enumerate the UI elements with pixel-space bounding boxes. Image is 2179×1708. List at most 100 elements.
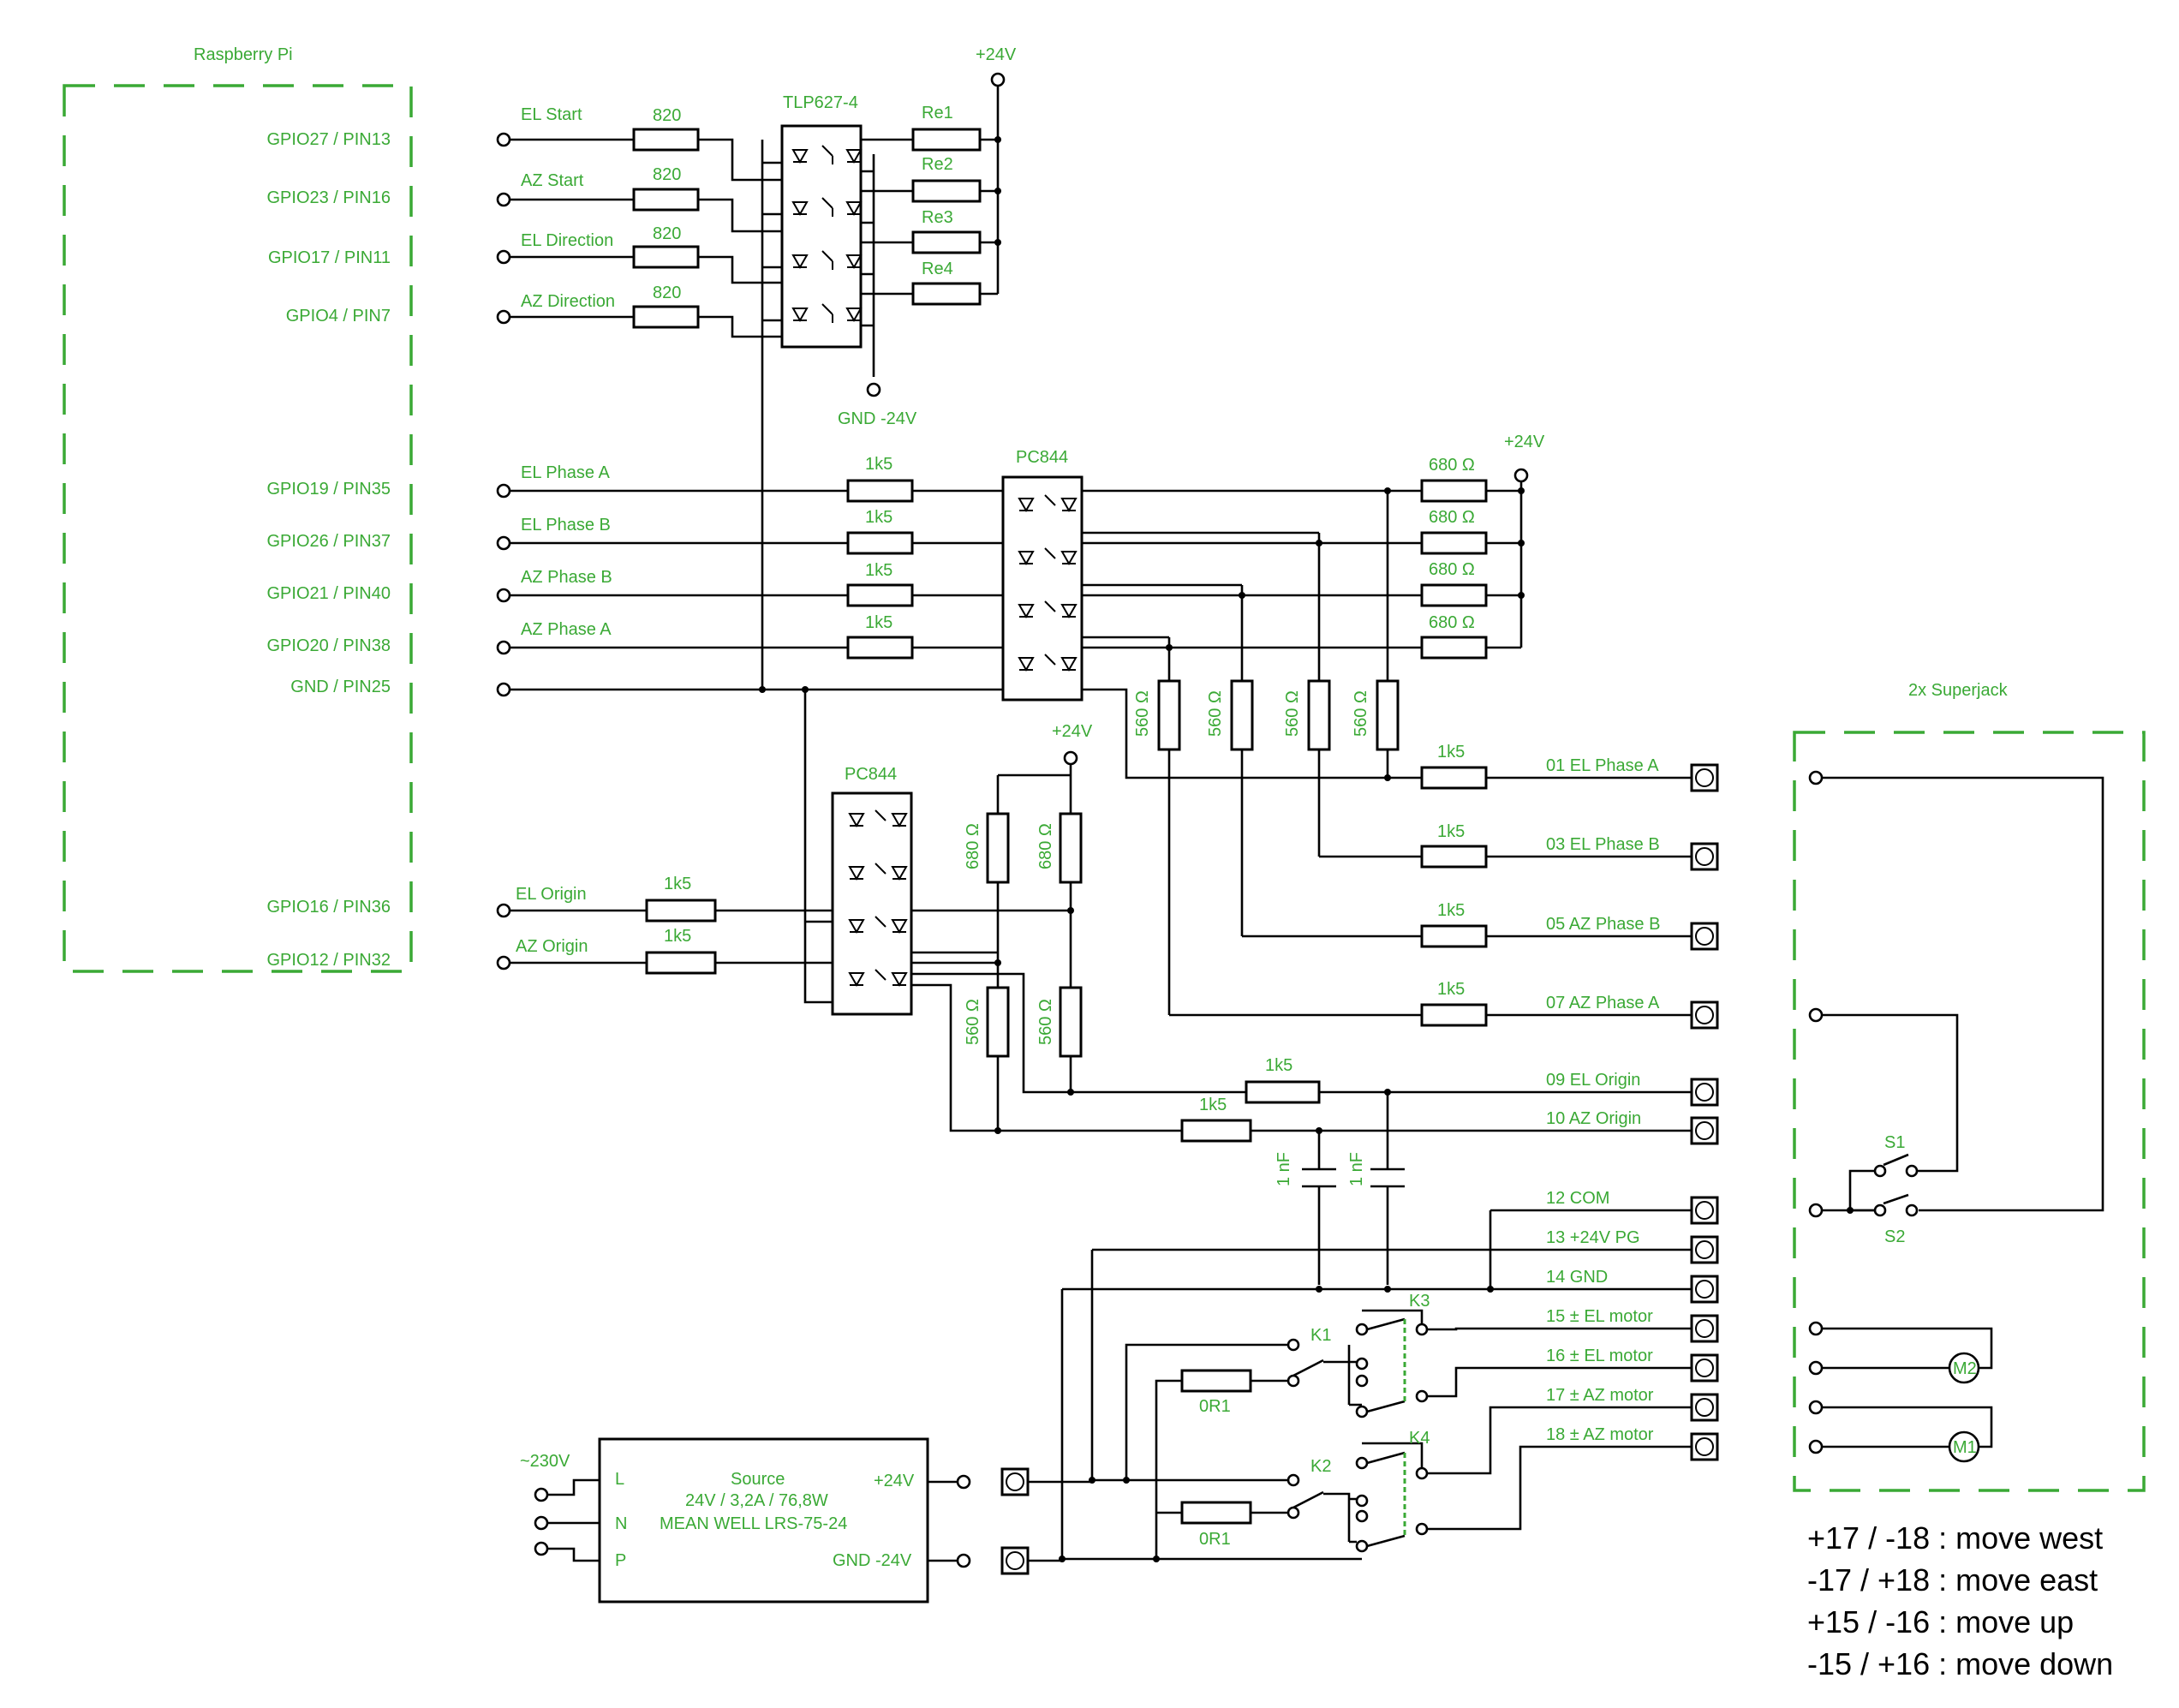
resistor-560 bbox=[1307, 679, 1331, 751]
source-l: L bbox=[615, 1470, 624, 1489]
k4-label: K4 bbox=[1409, 1429, 1430, 1448]
source-out-pos: +24V bbox=[874, 1472, 915, 1490]
out-05: 05 AZ Phase B bbox=[1546, 915, 1660, 934]
output-terminal-strip: 01 EL Phase A 03 EL Phase B 05 AZ Phase … bbox=[1060, 756, 1719, 1559]
pin-gpio12: GPIO12 / PIN32 bbox=[266, 951, 391, 970]
legend-line: +17 / -18 : move west bbox=[1807, 1520, 2103, 1556]
plus24-label: +24V bbox=[976, 45, 1017, 64]
legend-line: +15 / -16 : move up bbox=[1807, 1604, 2074, 1639]
m1-label: M1 bbox=[1953, 1438, 1977, 1457]
pc844-ic-1 bbox=[1001, 475, 1084, 702]
r1k5-label: 1k5 bbox=[1437, 743, 1465, 761]
raspberry-pin-labels: GPIO27 / PIN13 GPIO23 / PIN16 GPIO17 / P… bbox=[266, 130, 391, 970]
r560-label: 560 Ω bbox=[1206, 690, 1225, 737]
pin-gpio26: GPIO26 / PIN37 bbox=[266, 532, 391, 551]
r680-label: 680 Ω bbox=[1429, 508, 1475, 527]
superjack-title: 2x Superjack bbox=[1908, 681, 2009, 700]
plus24-label: +24V bbox=[1052, 722, 1093, 741]
source-model: MEAN WELL LRS-75-24 bbox=[660, 1514, 847, 1533]
resistor-820 bbox=[632, 188, 700, 212]
r560-label: 560 Ω bbox=[1352, 690, 1370, 737]
r820-label: 820 bbox=[653, 284, 681, 302]
r680-label: 680 Ω bbox=[1429, 560, 1475, 579]
raspberry-pi-title: Raspberry Pi bbox=[194, 45, 293, 64]
r680-label: 680 Ω bbox=[1429, 613, 1475, 632]
out-10: 10 AZ Origin bbox=[1546, 1109, 1641, 1128]
source-box bbox=[598, 1437, 929, 1603]
legend-line: -17 / +18 : move east bbox=[1807, 1562, 2098, 1598]
resistor-0r1 bbox=[1180, 1501, 1252, 1525]
s2-label: S2 bbox=[1884, 1227, 1905, 1246]
r680-label: 680 Ω bbox=[964, 823, 982, 869]
az-start-label: AZ Start bbox=[521, 171, 584, 190]
resistor-0r1 bbox=[1180, 1369, 1252, 1393]
el-direction-label: EL Direction bbox=[521, 231, 613, 250]
input-terminal bbox=[496, 192, 511, 207]
resistor-1k5 bbox=[1420, 845, 1488, 869]
resistor-560 bbox=[1230, 679, 1254, 751]
k3-label: K3 bbox=[1409, 1292, 1430, 1311]
resistor-1k5 bbox=[645, 899, 717, 923]
resistor-680 bbox=[1420, 636, 1488, 660]
r560-label: 560 Ω bbox=[1133, 690, 1152, 737]
resistor-1k5 bbox=[645, 951, 717, 975]
r1k5-label: 1k5 bbox=[865, 455, 892, 474]
gnd-terminal bbox=[866, 382, 881, 397]
resistor-1k5 bbox=[846, 636, 914, 660]
pin-gpio17: GPIO17 / PIN11 bbox=[268, 248, 391, 267]
r0r1-label: 0R1 bbox=[1199, 1530, 1231, 1549]
tlp627-section: TLP627-4 820 820 820 820 EL Start AZ Sta… bbox=[496, 45, 1017, 690]
az-direction-label: AZ Direction bbox=[521, 292, 615, 311]
az-phase-b-label: AZ Phase B bbox=[521, 568, 612, 587]
relay-coil-re4 bbox=[911, 282, 982, 306]
mains-label: ~230V bbox=[520, 1452, 570, 1471]
resistor-560 bbox=[1059, 986, 1083, 1058]
resistor-680 bbox=[1420, 531, 1488, 555]
r1k5-label: 1k5 bbox=[1437, 901, 1465, 920]
r680-label: 680 Ω bbox=[1036, 823, 1055, 869]
az-origin-label: AZ Origin bbox=[516, 937, 588, 956]
plus24-label: +24V bbox=[1504, 433, 1545, 451]
source-out-neg: GND -24V bbox=[833, 1551, 912, 1570]
m2-label: M2 bbox=[1953, 1359, 1977, 1378]
resistor-1k5 bbox=[1420, 1003, 1488, 1027]
resistor-1k5 bbox=[846, 583, 914, 607]
pin-gpio23: GPIO23 / PIN16 bbox=[266, 188, 391, 207]
resistor-820 bbox=[632, 128, 700, 152]
r1k5-label: 1k5 bbox=[865, 561, 892, 580]
r560-label: 560 Ω bbox=[1036, 999, 1055, 1045]
out-01: 01 EL Phase A bbox=[1546, 756, 1659, 775]
pc844-label: PC844 bbox=[1016, 448, 1068, 467]
r560-label: 560 Ω bbox=[1283, 690, 1302, 737]
pin-gnd: GND / PIN25 bbox=[290, 678, 391, 696]
source-title: Source bbox=[731, 1470, 785, 1489]
resistor-680 bbox=[986, 812, 1010, 884]
r680-label: 680 Ω bbox=[1429, 456, 1475, 475]
pin-gpio19: GPIO19 / PIN35 bbox=[266, 480, 391, 499]
r1k5-label: 1k5 bbox=[1437, 822, 1465, 841]
r1k5-label: 1k5 bbox=[865, 613, 892, 632]
out-18: 18 ± AZ motor bbox=[1546, 1425, 1654, 1444]
r820-label: 820 bbox=[653, 106, 681, 125]
r1k5-label: 1k5 bbox=[1199, 1096, 1227, 1114]
pin-gpio16: GPIO16 / PIN36 bbox=[266, 898, 391, 917]
re2-label: Re2 bbox=[922, 155, 953, 174]
k2-label: K2 bbox=[1310, 1457, 1331, 1476]
c1nf-label: 1 nF bbox=[1347, 1152, 1366, 1186]
relay-coil-re3 bbox=[911, 230, 982, 254]
relay-coil-re1 bbox=[911, 128, 982, 152]
resistor-1k5 bbox=[1420, 766, 1488, 790]
r1k5-label: 1k5 bbox=[1437, 980, 1465, 999]
pc844-ic-2 bbox=[831, 791, 913, 1016]
out-16: 16 ± EL motor bbox=[1546, 1347, 1653, 1365]
plus24-terminal bbox=[990, 72, 1006, 87]
re4-label: Re4 bbox=[922, 260, 953, 278]
relay-coil-re2 bbox=[911, 179, 982, 203]
el-start-label: EL Start bbox=[521, 105, 582, 124]
pin-gpio4: GPIO4 / PIN7 bbox=[286, 307, 391, 325]
resistor-820 bbox=[632, 245, 700, 269]
source-rating: 24V / 3,2A / 76,8W bbox=[685, 1491, 828, 1510]
pin-gpio27: GPIO27 / PIN13 bbox=[266, 130, 391, 149]
resistor-680 bbox=[1420, 479, 1488, 503]
